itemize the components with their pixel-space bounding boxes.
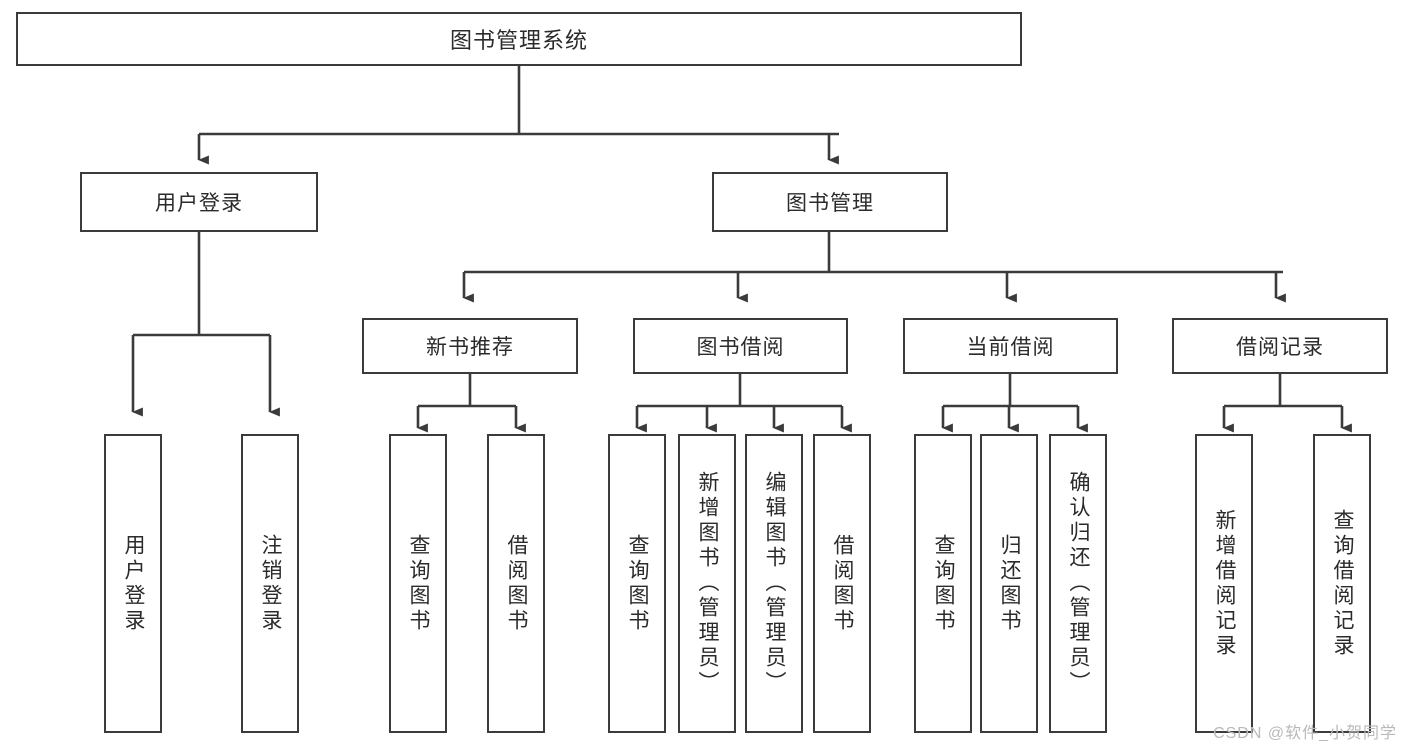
node-user-login[interactable]: 用户登录: [80, 172, 318, 232]
leaf-new-book-query[interactable]: 查询图书: [389, 434, 447, 733]
node-current-borrow[interactable]: 当前借阅: [903, 318, 1118, 374]
leaf-borrow-edit-book-admin[interactable]: 编辑图书（管理员）: [745, 434, 803, 733]
leaf-record-add-record[interactable]: 新增借阅记录: [1195, 434, 1253, 733]
node-new-book-recommend[interactable]: 新书推荐: [362, 318, 578, 374]
watermark-text: CSDN @软件_小贺同学: [1213, 725, 1397, 742]
leaf-borrow-add-book-admin[interactable]: 新增图书（管理员）: [678, 434, 736, 733]
leaf-current-query-book[interactable]: 查询图书: [914, 434, 972, 733]
leaf-user-login-logout[interactable]: 注销登录: [241, 434, 299, 733]
node-root-system[interactable]: 图书管理系统: [16, 12, 1022, 66]
leaf-borrow-borrow-book[interactable]: 借阅图书: [813, 434, 871, 733]
leaf-borrow-query-book[interactable]: 查询图书: [608, 434, 666, 733]
node-book-management[interactable]: 图书管理: [712, 172, 948, 232]
leaf-current-return-book[interactable]: 归还图书: [980, 434, 1038, 733]
leaf-record-query-record[interactable]: 查询借阅记录: [1313, 434, 1371, 733]
node-book-borrow[interactable]: 图书借阅: [633, 318, 848, 374]
node-borrow-record[interactable]: 借阅记录: [1172, 318, 1388, 374]
leaf-current-confirm-return-admin[interactable]: 确认归还（管理员）: [1049, 434, 1107, 733]
leaf-user-login-login[interactable]: 用户登录: [104, 434, 162, 733]
leaf-new-book-borrow[interactable]: 借阅图书: [487, 434, 545, 733]
